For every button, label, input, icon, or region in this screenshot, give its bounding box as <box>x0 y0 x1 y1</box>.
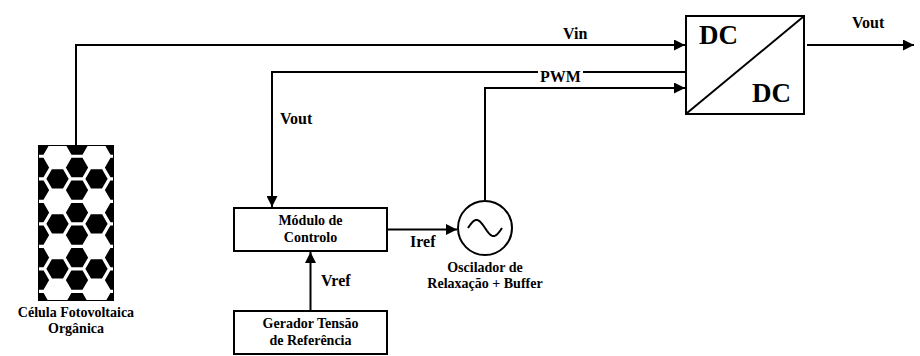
converter-box: DC DC <box>685 15 805 115</box>
cell-hexagon <box>104 157 114 178</box>
signal-name: Iref <box>408 233 437 251</box>
cell-hexagon <box>65 180 89 201</box>
cell-hexagon <box>46 191 70 212</box>
node-label: Oscilador de Relaxação + Buffer <box>415 260 555 292</box>
cell-hexagon <box>104 145 114 155</box>
caption-holder: Oscilador de Relaxação + Buffer <box>415 260 555 292</box>
oscillator-circle: Oscilador de Relaxação + Buffer <box>457 200 513 256</box>
node-label: Módulo de Controlo <box>255 213 367 245</box>
signal-name: Vref <box>319 272 353 290</box>
cell-hexagon <box>46 146 70 167</box>
converter-label: DC <box>699 21 738 51</box>
caption-holder: Célula Fotovoltaica Orgânica <box>1 305 151 337</box>
cell-hexagon <box>46 281 70 301</box>
cell-hexagon <box>46 168 70 189</box>
signal-connector <box>485 88 685 200</box>
process-box: Gerador Tensão de Referência <box>233 310 388 355</box>
cell-hexagon <box>104 180 114 201</box>
cell-hexagon <box>46 236 70 257</box>
cell-hexagon <box>85 146 109 167</box>
signal-name: Vin <box>561 25 589 43</box>
oscillator-symbol <box>457 200 513 256</box>
process-box: Módulo de Controlo <box>233 207 388 252</box>
cell-hexagon <box>85 258 109 279</box>
diagonal-line <box>687 17 803 113</box>
signal-connector <box>272 72 685 207</box>
cell-hexagon <box>65 202 89 223</box>
cell-hexagon <box>85 191 109 212</box>
sine-wave <box>468 220 502 236</box>
signal-name: Vout <box>278 110 314 128</box>
signal-name: PWM <box>538 68 583 86</box>
node-label: Gerador Tensão de Referência <box>255 316 367 348</box>
signal-connector <box>388 229 457 231</box>
node-label: Célula Fotovoltaica Orgânica <box>1 305 151 337</box>
cell-hexagon <box>104 225 114 246</box>
output-wire <box>807 44 914 46</box>
cell-hexagon <box>85 236 109 257</box>
signal-connector <box>76 45 685 145</box>
oscillator-circle-outline <box>458 201 512 255</box>
solar-cell-illustration <box>38 145 114 301</box>
cell-hexagon <box>65 225 89 246</box>
cell-hexagon <box>46 213 70 234</box>
solar-cell: Célula Fotovoltaica Orgânica <box>38 145 114 301</box>
cell-hexagon <box>65 247 89 268</box>
cell-hexagon <box>104 202 114 223</box>
cell-hexagon <box>104 270 114 291</box>
cell-hexagon <box>85 213 109 234</box>
cell-hexagon <box>104 292 114 301</box>
cell-hexagon <box>85 281 109 301</box>
cell-frame <box>38 145 114 301</box>
cell-hexagon <box>85 168 109 189</box>
cell-hexagon <box>65 270 89 291</box>
signal-name: Vout <box>852 14 884 32</box>
cell-hexagon <box>46 258 70 279</box>
cell-hexagon <box>65 157 89 178</box>
converter-label: DC <box>752 79 791 109</box>
cell-hexagon <box>104 247 114 268</box>
signal-connector <box>310 252 312 310</box>
